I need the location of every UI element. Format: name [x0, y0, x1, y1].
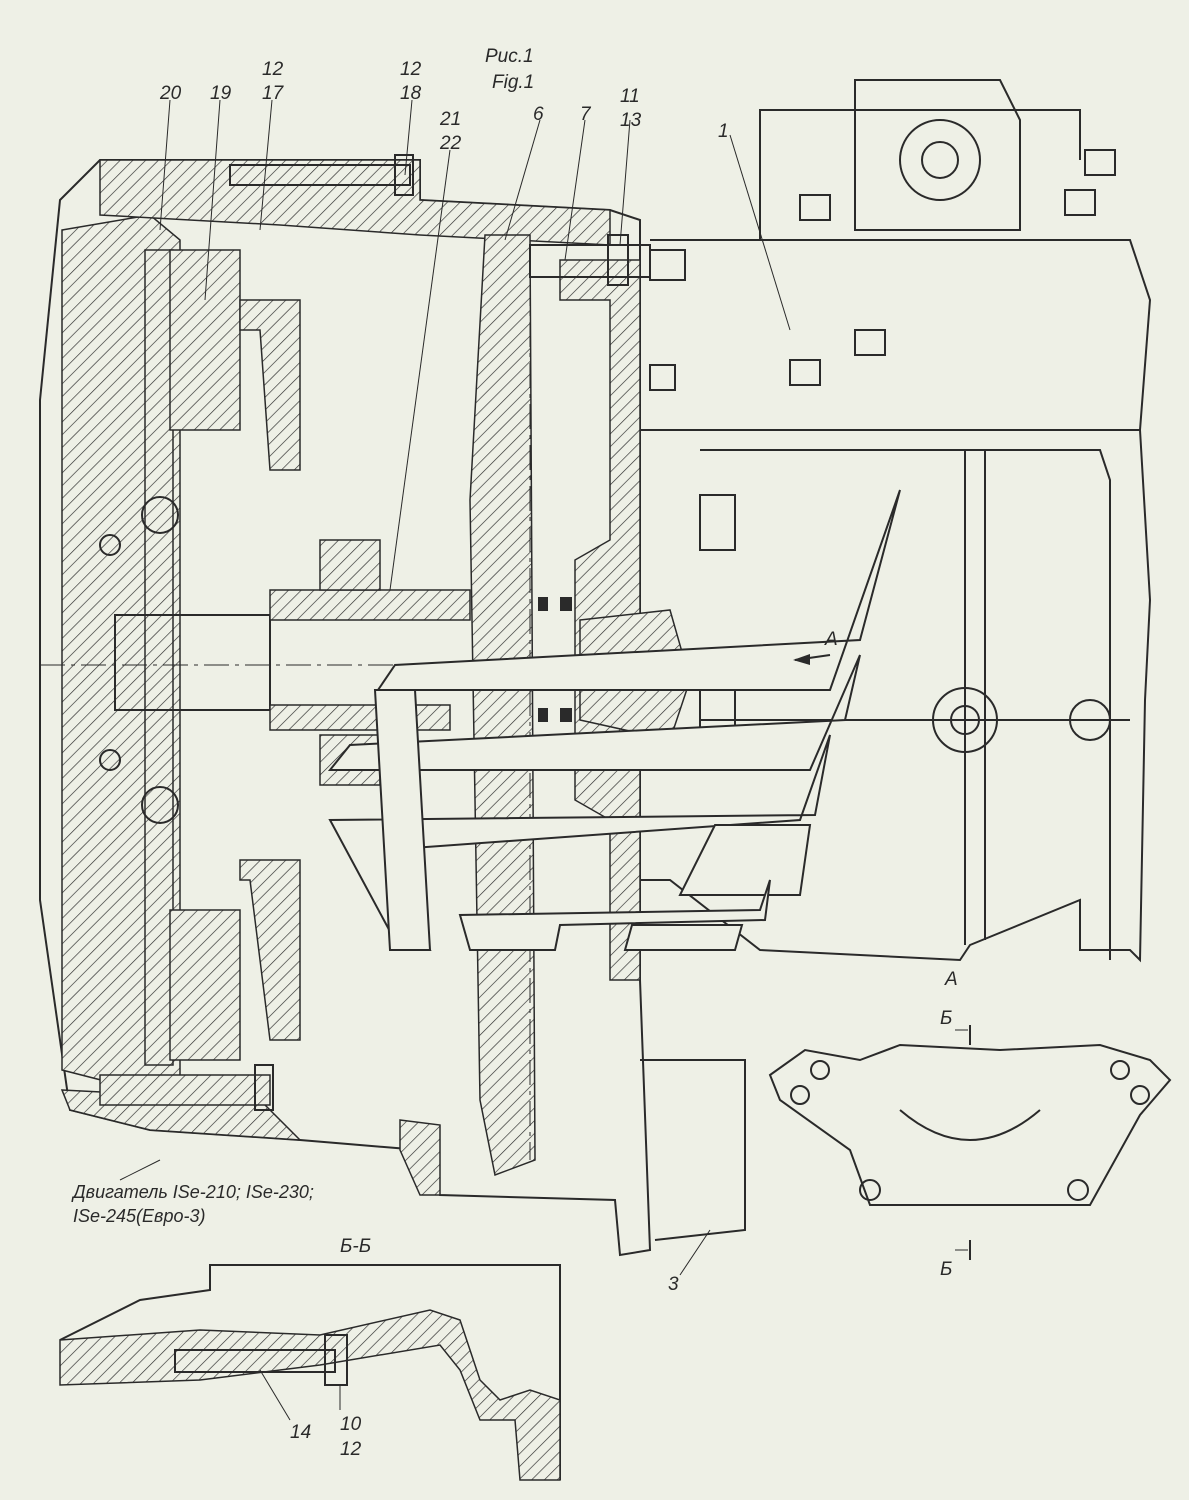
brand-logo-watermark: [327, 489, 901, 951]
pressure-plate: [169, 249, 241, 431]
caption-en: Fig.1: [492, 72, 534, 93]
callout-7: 7: [580, 104, 592, 125]
section-mark-bottom: Б: [940, 1259, 952, 1280]
callout-20: 20: [159, 83, 182, 104]
section-label: Б-Б: [340, 1236, 371, 1257]
callout-12-b: 12: [400, 59, 422, 80]
callout-21: 21: [439, 109, 461, 130]
bolt-top-left: [229, 164, 411, 186]
callout-18: 18: [400, 83, 422, 104]
input-shaft: [114, 614, 271, 711]
callout-1: 1: [718, 121, 729, 142]
clutch-housing-section: [39, 154, 700, 1257]
view-a-plate: [768, 1025, 1172, 1260]
caption-ru: Рис.1: [485, 46, 534, 67]
callout-22: 22: [439, 133, 462, 154]
engine-note-line1: Двигатель ISe-210; ISe-230;: [71, 1182, 314, 1202]
callout-3: 3: [668, 1274, 679, 1295]
gearbox-body: [640, 79, 1152, 1241]
friction-disc: [144, 249, 174, 1066]
section-bolt: [174, 1349, 336, 1373]
engine-note-line2: ISe-245(Евро-3): [73, 1206, 205, 1226]
section-mark-top: Б: [940, 1008, 952, 1029]
section-b-b: [59, 1264, 561, 1481]
view-label-a: А: [944, 969, 958, 990]
callout-6: 6: [533, 104, 544, 125]
callout-12-a: 12: [262, 59, 284, 80]
callout-19: 19: [210, 83, 232, 104]
arrow-label-a: А: [824, 629, 838, 650]
gearbox-bore: [932, 687, 998, 753]
callout-14: 14: [290, 1422, 311, 1443]
release-fork: [469, 234, 536, 1177]
leader-lines: [119, 99, 831, 1421]
callout-12-c: 12: [340, 1439, 362, 1460]
labels: Рис.1 Fig.1 20 19 12 17 12 18 21 22 6 7 …: [71, 46, 958, 1460]
housing-top-wall: [99, 159, 611, 246]
callout-11: 11: [620, 86, 640, 107]
callout-13: 13: [620, 110, 642, 131]
callout-17: 17: [262, 83, 285, 104]
callout-10: 10: [340, 1414, 362, 1435]
